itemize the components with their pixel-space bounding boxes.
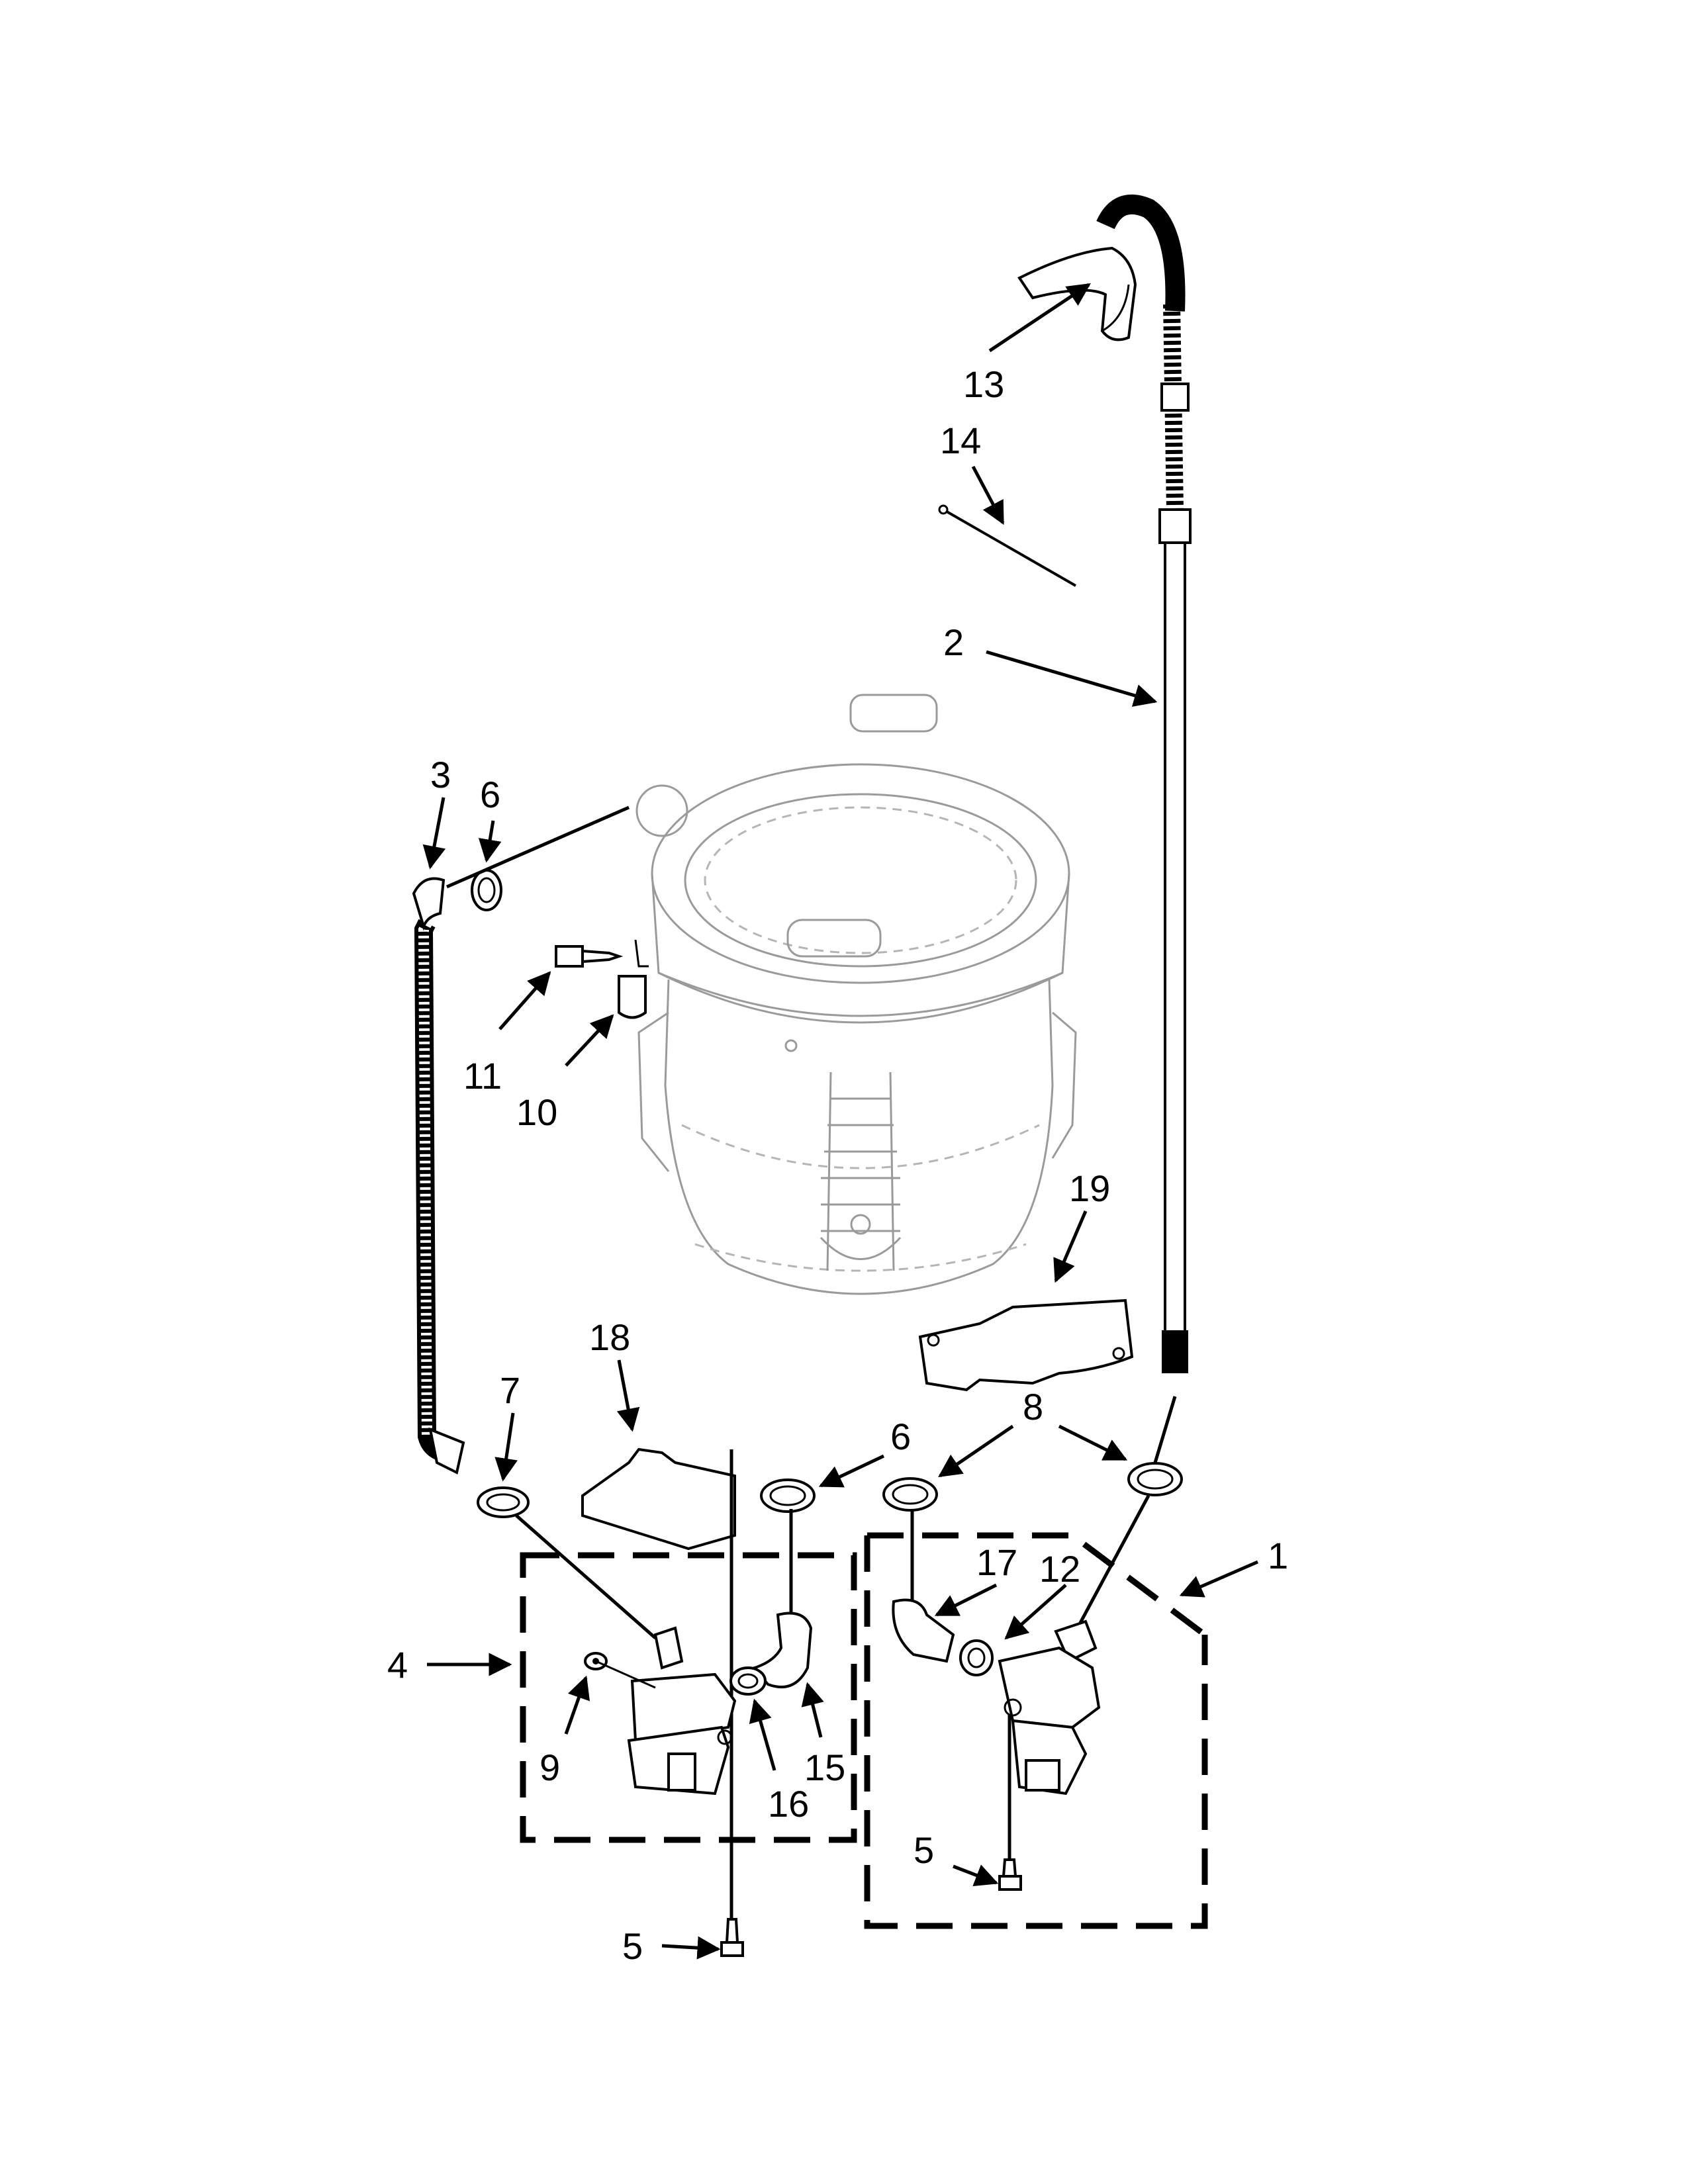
callout-16: 16: [768, 1783, 809, 1825]
left-hose: [412, 877, 465, 1475]
callout-labels: 13 14 2 3 6 11 10 19 18 7 6 8 1 17 12 4 …: [387, 363, 1288, 1967]
shield-plate: [918, 1298, 1134, 1392]
hose-clamp-16: [729, 1666, 767, 1696]
callout-6-lower: 6: [890, 1416, 911, 1457]
hose-clamp-upper: [471, 869, 502, 911]
cable-tie: [938, 504, 1076, 587]
callout-1: 1: [1268, 1535, 1288, 1576]
callout-5-right: 5: [914, 1829, 934, 1871]
callout-13: 13: [963, 363, 1004, 405]
callout-10: 10: [516, 1091, 557, 1133]
callout-3: 3: [430, 754, 451, 796]
callout-7: 7: [500, 1369, 520, 1411]
callout-15: 15: [804, 1747, 845, 1788]
washer-tub: [635, 694, 1077, 1295]
screw-5-right: [998, 1714, 1022, 1891]
elbow-hose-17: [892, 1598, 955, 1663]
callout-19: 19: [1069, 1167, 1110, 1209]
callout-17: 17: [976, 1541, 1017, 1583]
elbow-hose-15: [752, 1612, 813, 1688]
drain-hose-assembly: [1096, 194, 1192, 1373]
drain-pump-left: [595, 1626, 737, 1796]
leader-lines: [422, 283, 1258, 1960]
washer-small: [584, 1652, 608, 1670]
group-box-4: [520, 1552, 857, 1843]
hose-clamp-12: [959, 1639, 994, 1676]
drain-pump-right: [998, 1619, 1101, 1796]
callout-4: 4: [387, 1644, 408, 1686]
callout-6-upper: 6: [480, 774, 500, 815]
callout-2: 2: [943, 621, 964, 663]
hose-clamp-8-left: [882, 1477, 938, 1512]
screw-and-cap: [555, 939, 649, 1019]
callout-5-left: 5: [622, 1925, 643, 1967]
callout-8: 8: [1023, 1386, 1043, 1428]
callout-11: 11: [463, 1055, 502, 1097]
callout-14: 14: [940, 420, 981, 461]
callout-18: 18: [589, 1316, 630, 1358]
screw-5-left: [720, 1918, 744, 1957]
hose-clamp-7: [477, 1486, 530, 1518]
callout-12: 12: [1039, 1548, 1080, 1590]
callout-9: 9: [539, 1747, 560, 1788]
hose-clamp-8-right: [1127, 1462, 1183, 1496]
group-box-1: [864, 1532, 1208, 1929]
hose-clamp-6-lower: [760, 1479, 816, 1513]
